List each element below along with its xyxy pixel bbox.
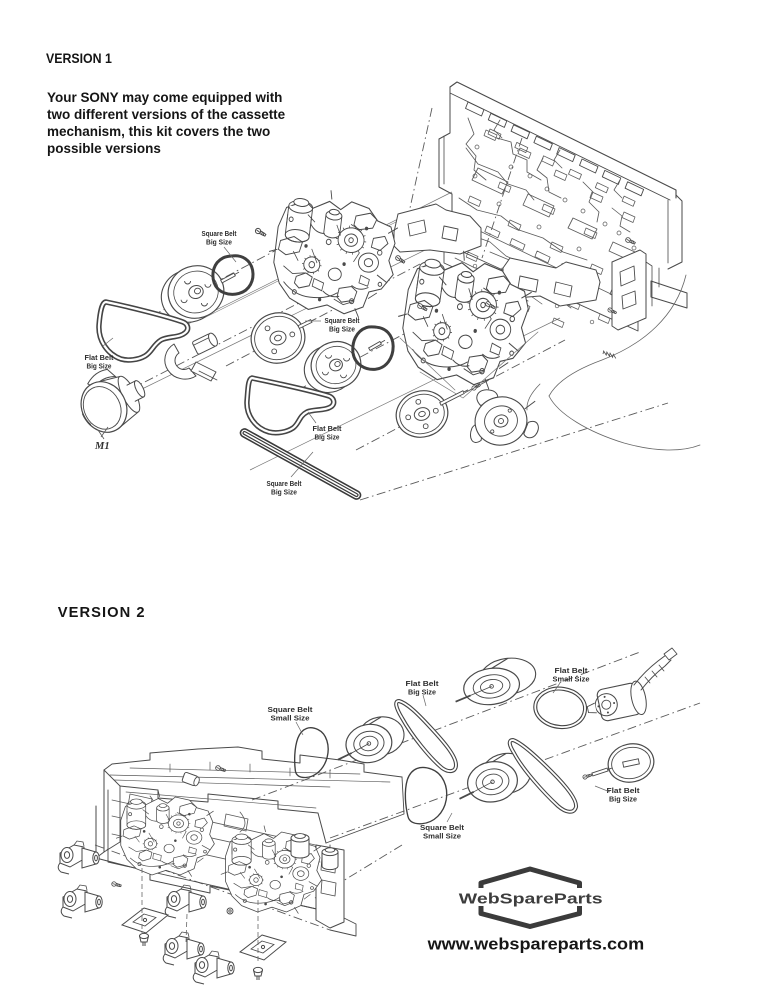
svg-text:Small Size: Small Size: [271, 714, 310, 723]
svg-text:Square Belt: Square Belt: [420, 823, 465, 832]
svg-text:Big Size: Big Size: [609, 795, 637, 804]
svg-text:WebSpareParts: WebSpareParts: [459, 892, 603, 908]
svg-text:Small Size: Small Size: [423, 832, 461, 841]
svg-text:M1: M1: [94, 441, 110, 452]
svg-text:Big Size: Big Size: [329, 325, 355, 334]
svg-text:Square Belt: Square Belt: [267, 479, 302, 488]
svg-text:Square Belt: Square Belt: [202, 229, 237, 238]
svg-text:Small Size: Small Size: [553, 675, 590, 684]
svg-text:Big Size: Big Size: [315, 433, 340, 442]
svg-text:www.webspareparts.com: www.webspareparts.com: [427, 935, 645, 954]
svg-text:Big Size: Big Size: [408, 688, 436, 697]
svg-text:Square Belt: Square Belt: [268, 705, 314, 714]
svg-text:Flat Belt: Flat Belt: [607, 786, 641, 795]
svg-text:Flat Belt: Flat Belt: [85, 353, 114, 362]
svg-text:Square Belt: Square Belt: [325, 316, 360, 325]
svg-text:Big Size: Big Size: [87, 362, 112, 371]
svg-text:Flat Belt: Flat Belt: [313, 424, 342, 433]
svg-text:Big Size: Big Size: [271, 488, 297, 497]
svg-text:Flat Belt: Flat Belt: [406, 679, 440, 688]
svg-text:Flat Belt: Flat Belt: [555, 666, 589, 675]
svg-text:Big Size: Big Size: [206, 238, 232, 247]
